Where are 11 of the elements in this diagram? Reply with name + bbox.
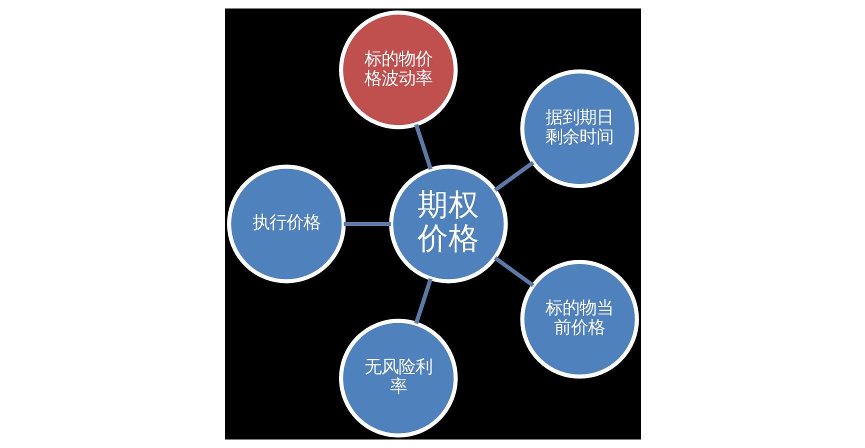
connector	[414, 278, 432, 324]
node-circle: 执行价格	[226, 164, 346, 284]
node-circle: 据到期日剩余时间	[520, 69, 638, 188]
node-circle: 标的物价格波动率	[338, 10, 458, 130]
connector	[493, 256, 534, 288]
node-circle: 期权价格	[388, 164, 508, 284]
connector	[343, 222, 390, 226]
connector	[414, 124, 432, 170]
connector	[493, 160, 534, 192]
node-circle: 无风险利率	[338, 318, 458, 438]
node-circle: 标的物当前价格	[520, 260, 638, 379]
